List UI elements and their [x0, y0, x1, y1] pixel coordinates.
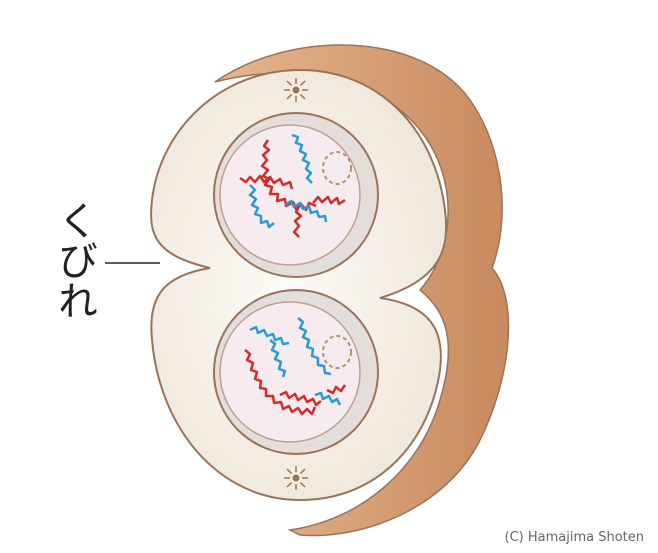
chromosome-blue: [314, 391, 342, 406]
chromosome-blue: [291, 133, 313, 184]
copyright-credit: (C) Hamajima Shoten: [504, 530, 645, 545]
chromosome-blue: [248, 184, 275, 229]
chromosome-red: [312, 195, 346, 206]
lower-nucleus: [213, 289, 379, 455]
cleavage-furrow-label: くびれ: [51, 200, 97, 320]
chromosome-red: [292, 204, 303, 238]
chromosome-blue: [284, 199, 328, 223]
cell-side-wall: [214, 44, 510, 537]
chromosome-blue: [269, 339, 287, 378]
chromosome-red: [244, 349, 317, 416]
nucleolus-icon: [322, 151, 352, 185]
centrosome-star-icon: [284, 466, 308, 490]
chromosome-blue: [297, 317, 332, 376]
chromosome-red: [239, 174, 294, 190]
upper-nucleus: [213, 112, 379, 278]
chromosome-red: [279, 390, 322, 407]
chromosome-red: [326, 384, 347, 395]
chromosome-blue: [249, 325, 290, 346]
centrosome-star-icon: [284, 78, 308, 102]
nucleolus-icon: [322, 335, 352, 369]
